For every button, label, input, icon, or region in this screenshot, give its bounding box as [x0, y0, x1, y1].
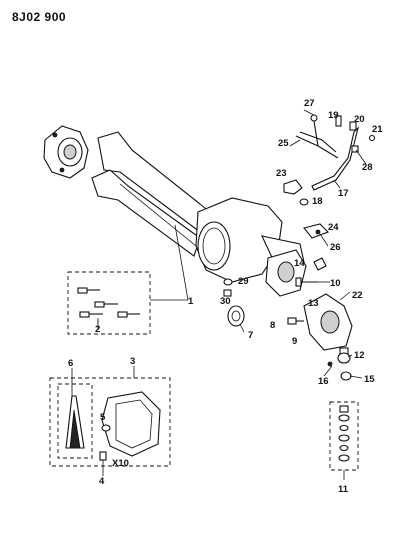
- callout-28: 28: [362, 162, 373, 173]
- left-steering-knuckle[interactable]: [43, 125, 89, 179]
- leader-lines: [71, 109, 367, 476]
- callout-20: 20: [354, 114, 365, 125]
- callout-16: 16: [318, 376, 329, 387]
- callout-25: 25: [278, 138, 289, 149]
- tie-rod-kit-box[interactable]: [329, 401, 359, 480]
- callout-23: 23: [276, 168, 287, 179]
- bracket-clip[interactable]: [303, 223, 329, 239]
- diagram-code: 8J02 900: [12, 10, 67, 24]
- bolt-2b: [94, 301, 118, 308]
- callout-8: 8: [270, 320, 275, 331]
- callout-30: 30: [220, 296, 231, 307]
- callout-9: 9: [292, 336, 297, 347]
- callout-4: 4: [99, 476, 105, 487]
- cover-kit-box[interactable]: [49, 377, 171, 472]
- bolt-2c: [79, 311, 103, 318]
- callout-27: 27: [304, 98, 315, 109]
- fill-plug[interactable]: [223, 278, 233, 297]
- callout-6: 6: [68, 358, 73, 369]
- callout-2: 2: [95, 324, 100, 335]
- vent-fitting[interactable]: [283, 179, 309, 206]
- axle-housing[interactable]: [91, 131, 307, 297]
- adjuster-bolt[interactable]: [287, 317, 304, 325]
- callout-15: 15: [364, 374, 375, 385]
- callout-17: 17: [338, 188, 349, 199]
- bolt-2d: [117, 311, 140, 318]
- callout-12: 12: [354, 350, 365, 361]
- right-steering-knuckle[interactable]: [303, 293, 353, 363]
- callout-10: 10: [330, 278, 341, 289]
- bolt-2a: [77, 287, 100, 294]
- callout-29: 29: [238, 276, 249, 287]
- axle-seal[interactable]: [227, 305, 245, 327]
- callout-1: 1: [188, 296, 194, 307]
- callout-7: 7: [248, 330, 253, 341]
- callout-3: 3: [130, 356, 135, 367]
- callout-22: 22: [352, 290, 363, 301]
- quantity-note: X10: [112, 458, 129, 469]
- callout-24: 24: [328, 222, 339, 233]
- bolt-kit-box[interactable]: [67, 271, 151, 335]
- callout-14: 14: [294, 258, 305, 269]
- callout-5: 5: [100, 412, 106, 423]
- callout-11: 11: [338, 484, 349, 495]
- callout-18: 18: [312, 196, 323, 207]
- leader-1: [174, 224, 189, 301]
- callout-26: 26: [330, 242, 341, 253]
- callout-19: 19: [328, 110, 339, 121]
- callout-13: 13: [308, 298, 319, 309]
- ball-joint[interactable]: [327, 352, 352, 381]
- callout-21: 21: [372, 124, 383, 135]
- hose-bracket-assembly[interactable]: [295, 114, 376, 191]
